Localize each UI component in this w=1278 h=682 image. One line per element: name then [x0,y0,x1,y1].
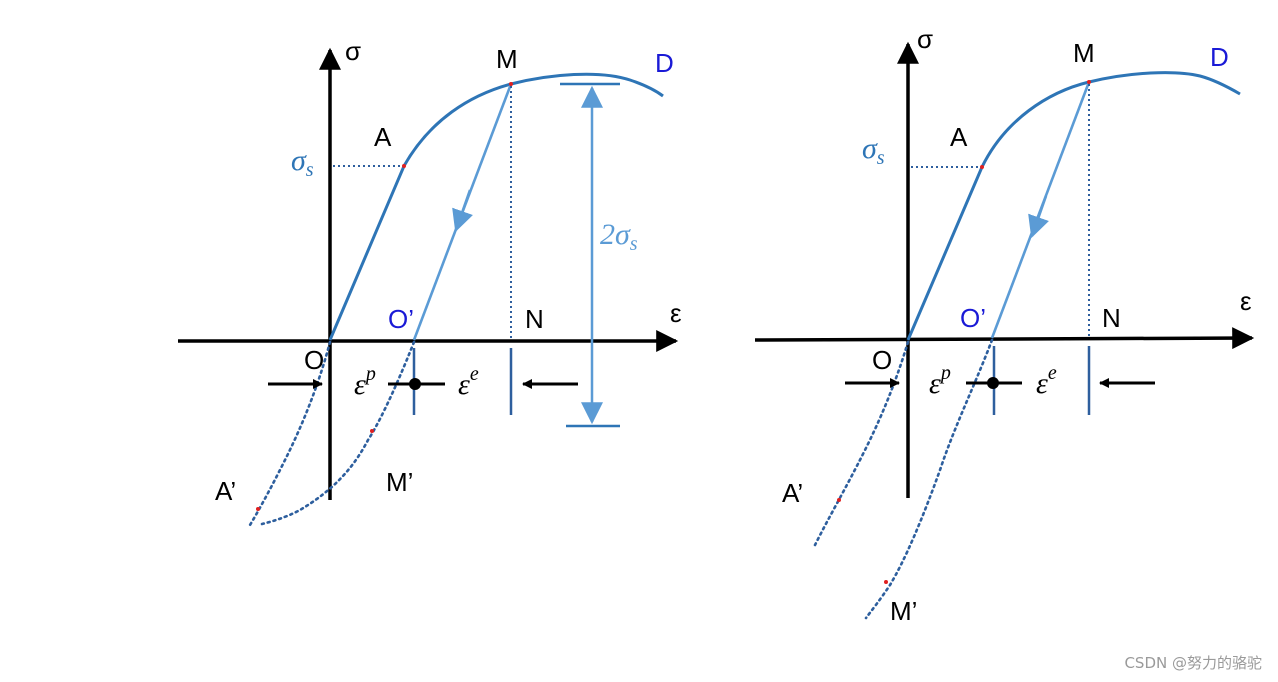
right-reverse-curve-from-O [813,340,910,547]
left-loading-curve [328,72,664,341]
left-label-sigma: σ [345,36,361,66]
right-loading-curve [906,71,1241,341]
left-label-sigma-s: σs [291,144,314,181]
left-label-N: N [525,304,544,334]
right-label-M: M [1073,38,1095,68]
left-label-O: O [304,345,324,375]
right-unload-arrow [1028,195,1049,239]
left-label-two-sigma-s: 2σs [600,218,638,255]
left-reverse-curve-from-O-prime [260,340,416,526]
right-label-M-prime: M’ [890,596,917,626]
right-epsilon-axis [754,327,1255,350]
right-label-eps-e: εe [1036,362,1057,400]
left-reverse-curve-from-O [248,340,332,527]
left-unload-arrow [452,189,473,233]
right-marker-M-prime [884,580,888,584]
right-strain-dot [987,377,999,389]
left-label-D: D [655,48,674,78]
right-label-D: D [1210,42,1229,72]
left-label-eps-p: εp [354,363,376,401]
right-label-O-prime: O’ [960,303,986,333]
right-label-O: O [872,345,892,375]
left-strain-dot [409,378,421,390]
right-label-eps-p: εp [929,362,951,400]
left-marker-A [402,164,406,168]
left-marker-A-prime [256,507,260,511]
right-label-N: N [1102,303,1121,333]
right-marker-M [1087,80,1091,84]
left-marker-M [509,82,513,86]
right-marker-A-prime [837,498,841,502]
left-label-A-prime: A’ [215,476,236,506]
right-label-A-prime: A’ [782,478,803,508]
right-reverse-curve-from-O-prime [864,338,994,620]
left-label-M-prime: M’ [386,467,413,497]
right-label-sigma-s: σs [862,132,885,169]
right-label-epsilon: ε [1240,286,1252,316]
left-label-epsilon: ε [670,298,682,328]
left-label-O-prime: O’ [388,304,414,334]
left-marker-M-prime [370,429,374,433]
right-label-A: A [950,122,968,152]
right-marker-A [980,165,984,169]
left-label-M: M [496,44,518,74]
watermark: CSDN @努力的骆驼 [1124,654,1262,672]
left-label-eps-e: εe [458,363,479,401]
left-diagram: σ M D A ε O’ N O A’ M’ σs 2σs εp εe [178,36,682,527]
right-label-sigma: σ [917,24,933,54]
left-label-A: A [374,122,392,152]
right-diagram: σ M D A ε O’ N O A’ M’ σs εp εe [754,24,1255,626]
